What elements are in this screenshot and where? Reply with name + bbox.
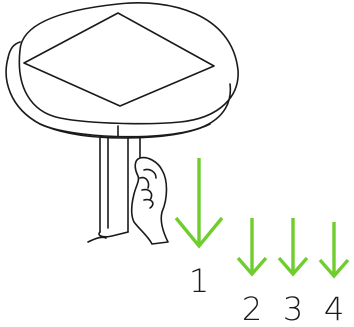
hand-illustration [130, 156, 169, 245]
device-illustration [5, 2, 239, 139]
arrow-step-2 [236, 218, 268, 277]
step-label-3: 3 [283, 290, 303, 327]
mounting-pole [87, 137, 141, 243]
device-top-outline [18, 2, 239, 125]
step-label-2: 2 [242, 290, 262, 327]
arrow-step-4 [318, 222, 350, 279]
device-skirt-lower [39, 123, 211, 139]
device-skirt [5, 57, 232, 138]
step-label-1: 1 [189, 262, 209, 300]
step-label-4: 4 [324, 290, 344, 327]
arrow-step-3 [277, 218, 309, 277]
step-arrows [174, 158, 350, 279]
device-panel [23, 12, 215, 107]
arrow-step-1 [174, 158, 224, 249]
